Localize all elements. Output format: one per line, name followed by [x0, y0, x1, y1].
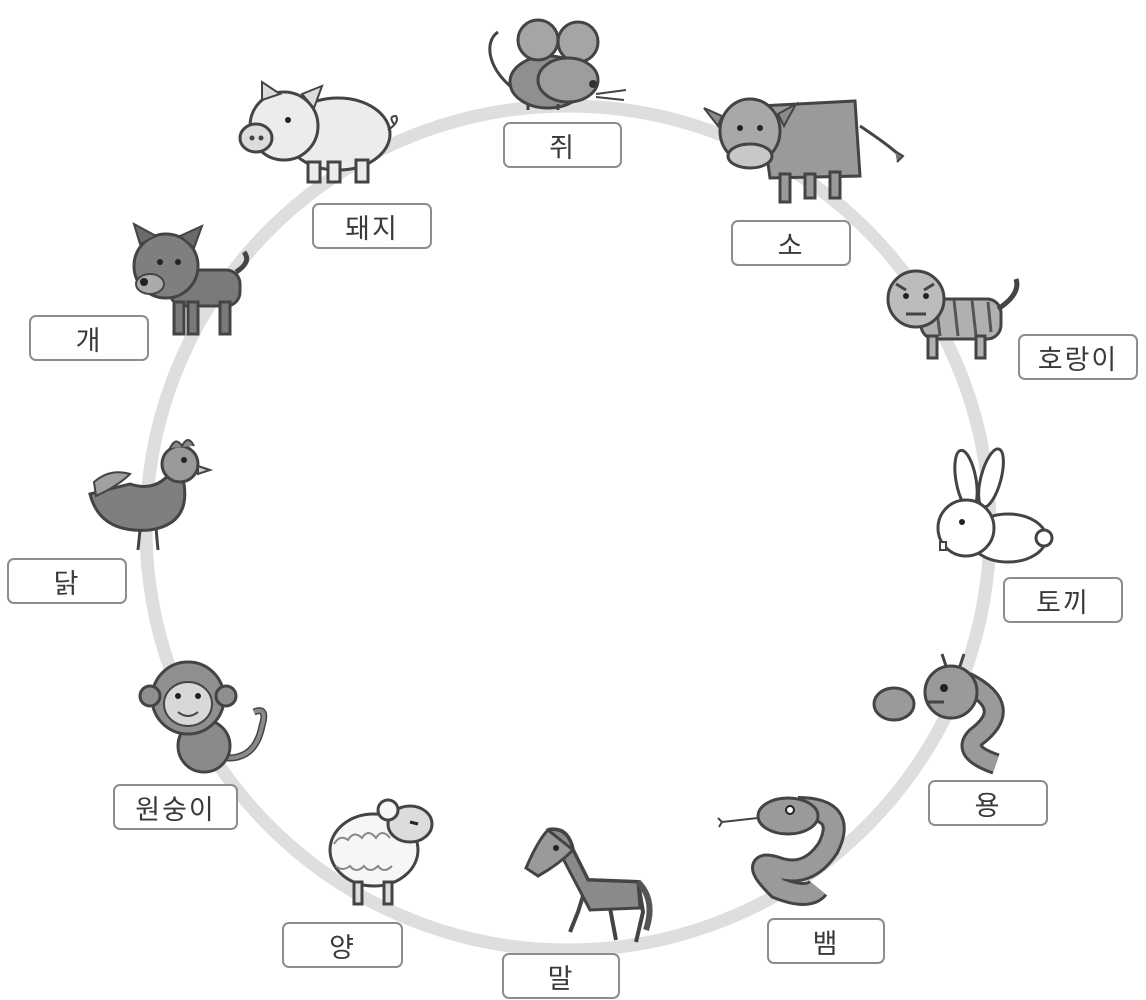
label-snake: 뱀: [767, 918, 885, 964]
ox-icon: [700, 86, 910, 204]
dragon-icon: [866, 652, 1032, 775]
label-rabbit: 토끼: [1003, 577, 1123, 623]
rat-icon: [478, 12, 628, 110]
pig-icon: [238, 78, 408, 186]
sheep-icon: [326, 790, 440, 908]
rabbit-icon: [926, 447, 1056, 566]
tiger-icon: [876, 264, 1026, 362]
label-rat: 쥐: [503, 122, 622, 168]
snake-icon: [717, 788, 858, 906]
horse-icon: [518, 820, 658, 944]
label-rooster: 닭: [7, 558, 127, 604]
label-pig: 돼지: [312, 203, 432, 249]
label-ox: 소: [731, 220, 851, 266]
monkey-icon: [134, 656, 274, 776]
label-horse: 말: [502, 953, 620, 999]
dog-icon: [124, 221, 254, 338]
label-dragon: 용: [928, 780, 1048, 826]
label-sheep: 양: [282, 922, 403, 968]
label-monkey: 원숭이: [113, 784, 238, 830]
label-tiger: 호랑이: [1018, 334, 1138, 380]
label-dog: 개: [29, 315, 149, 361]
rooster-icon: [80, 434, 214, 554]
